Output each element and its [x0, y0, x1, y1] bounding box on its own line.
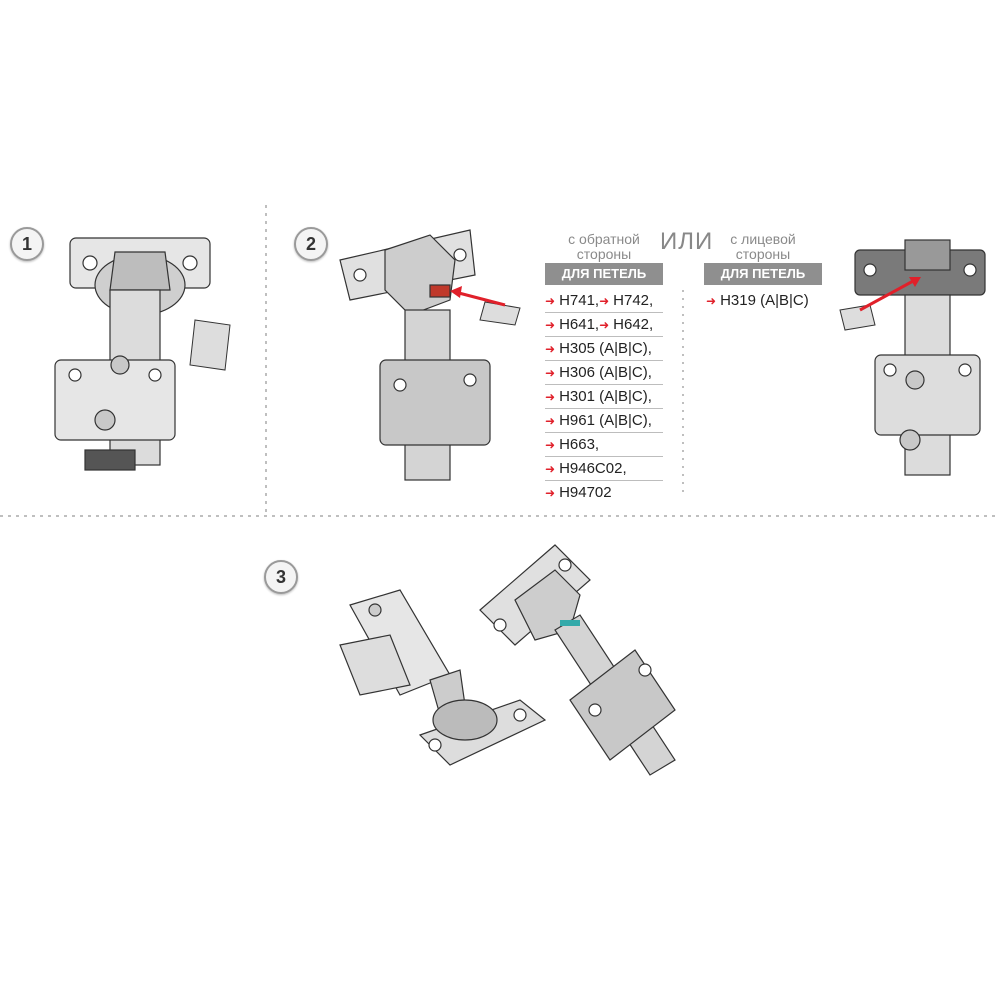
- red-arrow-icon: ➜: [599, 318, 610, 332]
- step-3-badge: 3: [264, 560, 298, 594]
- front-side-label: с лицевой стороны: [704, 232, 822, 262]
- back-side-label-line1: с обратной: [568, 231, 640, 247]
- step-2-badge: 2: [294, 227, 328, 261]
- hinge-model: H306 (A|B|C),: [559, 364, 652, 381]
- red-arrow-icon: ➜: [545, 462, 556, 476]
- red-arrow-icon: ➜: [545, 390, 556, 404]
- red-arrow-icon: ➜: [545, 366, 556, 380]
- hinge-model: H663,: [559, 436, 600, 453]
- red-arrow-icon: ➜: [545, 342, 556, 356]
- back-side-hinge-list: ➜H741,➜H742,➜H641,➜H642,➜H305 (A|B|C),➜H…: [545, 289, 663, 504]
- hinge-model-row: ➜H301 (A|B|C),: [545, 385, 663, 409]
- red-arrow-icon: ➜: [599, 294, 610, 308]
- hinge-model: H642,: [613, 316, 654, 333]
- red-arrow-icon: ➜: [545, 438, 556, 452]
- hinge-model: H319 (A|B|C): [720, 292, 809, 309]
- hinge-illustration-step-3-open: [479, 544, 676, 776]
- step-1-badge: 1: [10, 227, 44, 261]
- hinge-model: H742,: [613, 292, 654, 309]
- hinge-model-row: ➜H641,➜H642,: [545, 313, 663, 337]
- hinge-model-row: ➜H741,➜H742,: [545, 289, 663, 313]
- red-arrow-icon: ➜: [706, 294, 717, 308]
- front-side-band: ДЛЯ ПЕТЕЛЬ: [704, 263, 822, 285]
- hinge-model: H641,: [559, 316, 600, 333]
- red-arrow-icon: ➜: [545, 486, 556, 500]
- hinge-model: H94702: [559, 484, 612, 501]
- hinge-model: H961 (A|B|C),: [559, 412, 652, 429]
- hinge-model: H741,: [559, 292, 600, 309]
- hinge-illustration-front-side: [839, 239, 986, 476]
- front-side-hinge-list: ➜H319 (A|B|C): [706, 289, 836, 312]
- red-arrow-icon: ➜: [545, 414, 556, 428]
- hinge-model-row: ➜H306 (A|B|C),: [545, 361, 663, 385]
- hinge-model-row: ➜H319 (A|B|C): [706, 289, 836, 312]
- hinge-model: H301 (A|B|C),: [559, 388, 652, 405]
- hinge-illustration-step-1: [54, 237, 231, 471]
- or-label: ИЛИ: [660, 228, 714, 255]
- hinge-illustration-step-2: [339, 229, 521, 481]
- hinge-model-row: ➜H94702: [545, 481, 663, 504]
- hinge-illustration-step-3-assembled: [339, 589, 547, 766]
- hinge-model: H946C02,: [559, 460, 627, 477]
- hinge-model-row: ➜H305 (A|B|C),: [545, 337, 663, 361]
- hinge-model-row: ➜H961 (A|B|C),: [545, 409, 663, 433]
- red-arrow-icon: ➜: [545, 318, 556, 332]
- front-side-label-line1: с лицевой: [730, 231, 796, 247]
- back-side-band: ДЛЯ ПЕТЕЛЬ: [545, 263, 663, 285]
- front-side-label-line2: стороны: [735, 246, 791, 262]
- back-side-label: с обратной стороны: [545, 232, 663, 262]
- hinge-model: H305 (A|B|C),: [559, 340, 652, 357]
- back-side-label-line2: стороны: [576, 246, 632, 262]
- hinge-model-row: ➜H946C02,: [545, 457, 663, 481]
- hinge-model-row: ➜H663,: [545, 433, 663, 457]
- red-arrow-icon: ➜: [545, 294, 556, 308]
